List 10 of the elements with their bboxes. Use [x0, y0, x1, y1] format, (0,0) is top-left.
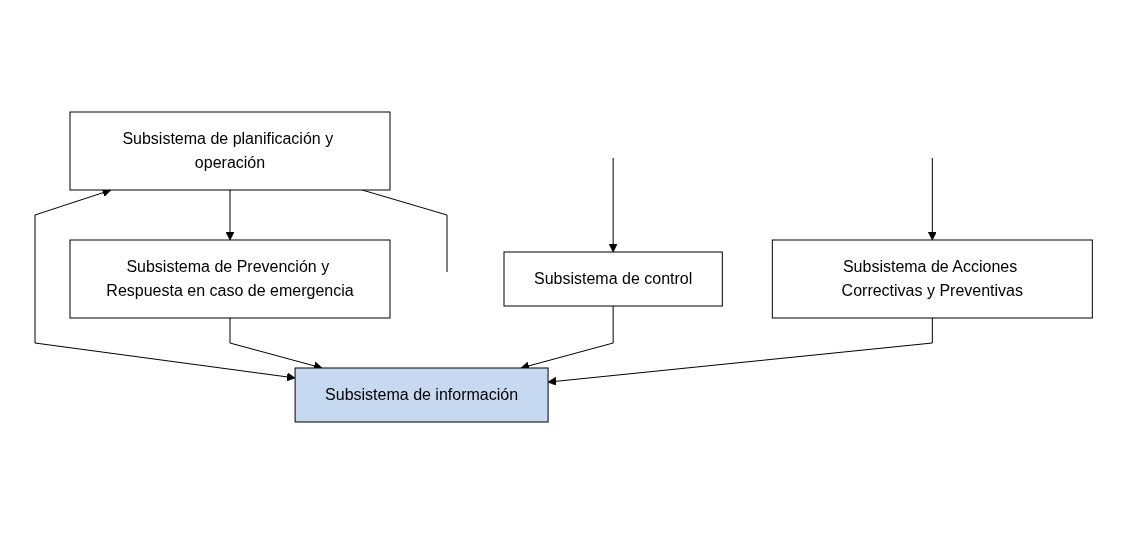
arrow: [548, 317, 934, 386]
node-box: Subsistema de Acciones Correctivas y Preventivas: [772, 239, 1094, 318]
node-box: Subsistema de planificación y operación: [69, 111, 391, 190]
node-box: Subsistema de control: [503, 251, 724, 306]
arrow: [609, 157, 618, 252]
node-box: Subsistema de Prevención y Respuesta en caso de emergencia: [69, 239, 391, 318]
connector: [362, 189, 448, 272]
node-box: Subsistema de información: [294, 367, 549, 422]
arrow: [225, 189, 235, 240]
arrow: [928, 157, 938, 240]
